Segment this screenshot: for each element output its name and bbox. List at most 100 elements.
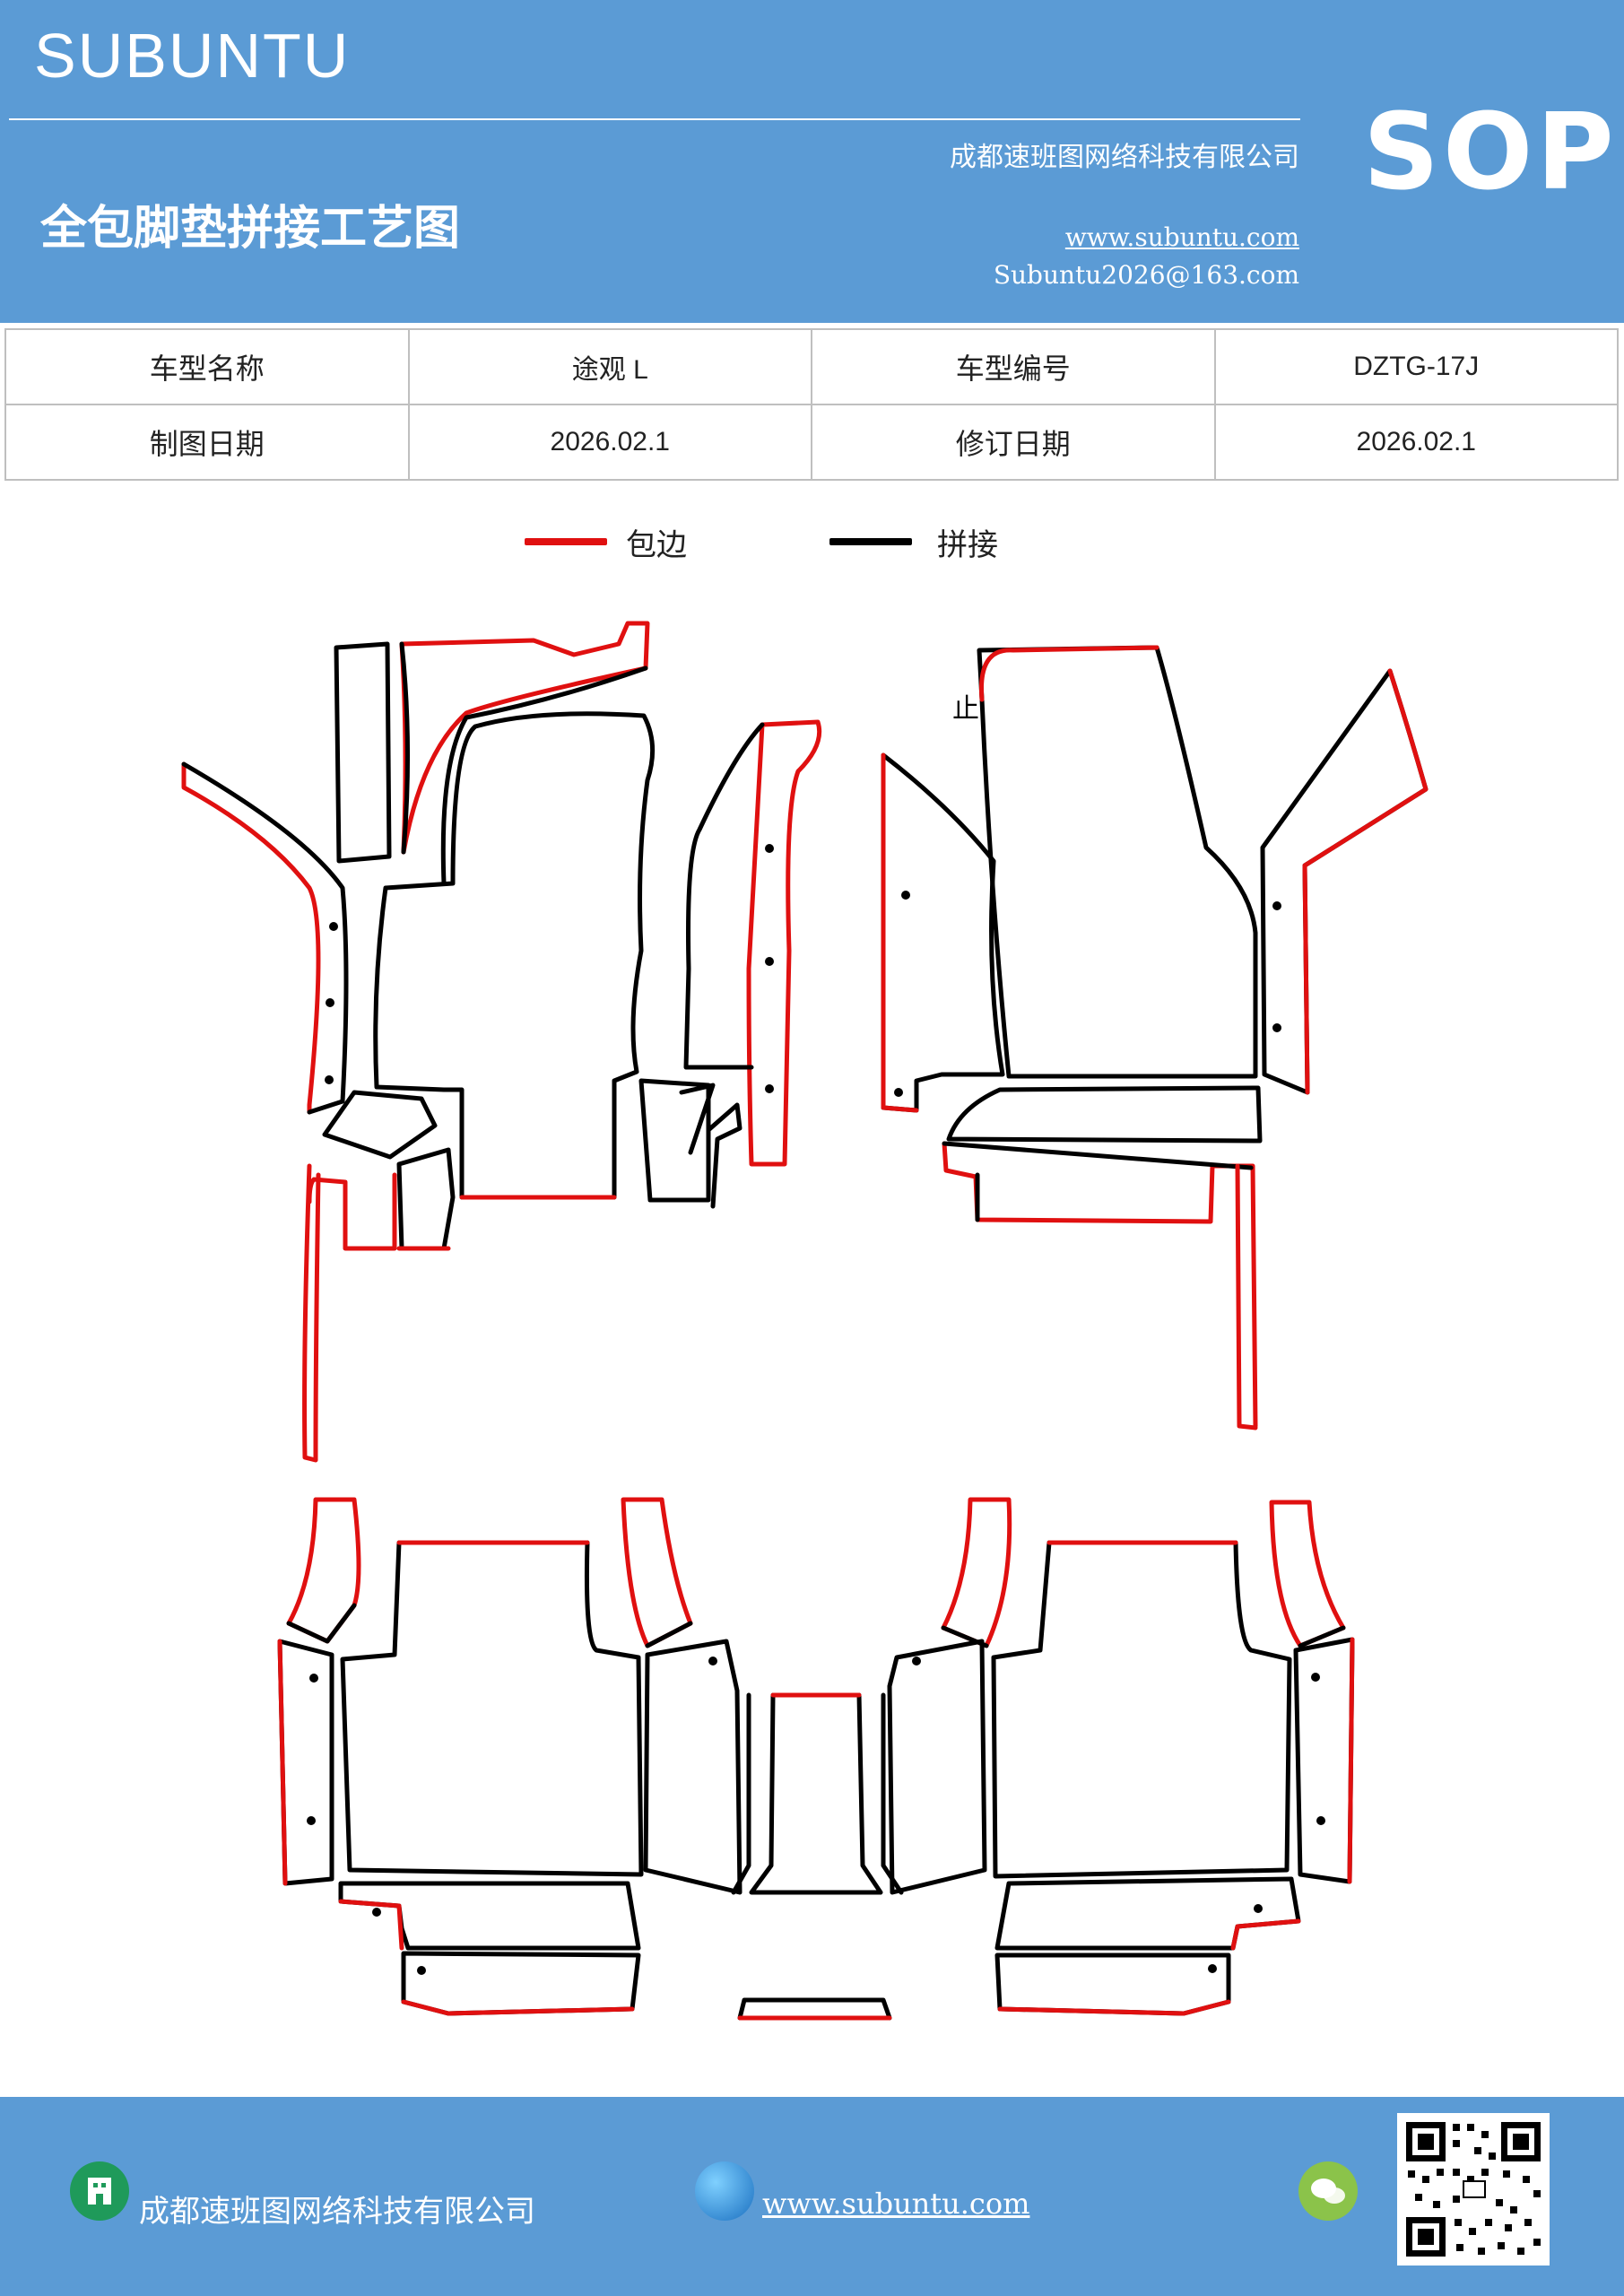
diagram-annotation: 止 xyxy=(952,693,979,725)
front-left-mat-group xyxy=(181,621,822,1463)
mat-main-seam xyxy=(991,1540,1292,1879)
revision-date-value: 2026.02.1 xyxy=(1213,404,1619,481)
fastener-dot xyxy=(372,1908,381,1917)
email-address: Subuntu2026@163.com xyxy=(993,260,1299,290)
mat-piece-seam xyxy=(881,752,1005,1113)
draw-date-value: 2026.02.1 xyxy=(407,404,812,481)
mat-piece-seam xyxy=(994,1952,1231,2016)
qr-code xyxy=(1397,2113,1550,2266)
heel-pad-seam xyxy=(994,1876,1301,1951)
mat-piece-edge xyxy=(746,719,822,1167)
mat-piece-seam xyxy=(399,641,411,855)
fastener-dot xyxy=(325,1075,334,1084)
rear-center-mat-group xyxy=(731,1692,904,2021)
side-strip-edge xyxy=(1347,1637,1355,1884)
mat-piece-seam xyxy=(887,1639,987,1895)
header-banner: SUBUNTU 全包脚垫拼接工艺图 成都速班图网络科技有限公司 www.subu… xyxy=(0,0,1624,323)
vehicle-info-table: 车型名称 途观 L 车型编号 DZTG-17J 制图日期 2026.02.1 修… xyxy=(4,328,1619,481)
side-strip-edge xyxy=(277,1639,288,1886)
fastener-dot xyxy=(901,891,910,900)
fastener-dot xyxy=(894,1088,903,1097)
mat-piece-edge xyxy=(181,761,321,1115)
brand-name: SUBUNTU xyxy=(34,21,351,91)
wechat-icon xyxy=(1298,2161,1358,2221)
rear-right-mat-group xyxy=(887,1497,1355,2016)
model-code-value: DZTG-17J xyxy=(1213,328,1619,405)
page-title: 全包脚垫拼接工艺图 xyxy=(40,202,461,256)
mat-piece-edge xyxy=(621,1497,693,1648)
header-divider xyxy=(9,118,1300,120)
mat-piece-seam xyxy=(1298,1625,1346,1648)
mat-piece-seam xyxy=(881,1692,904,1895)
fastener-dot xyxy=(912,1657,921,1665)
mat-piece-seam xyxy=(749,1692,883,1895)
footer-company-name: 成都速班图网络科技有限公司 xyxy=(139,2194,535,2230)
side-strip-edge xyxy=(1235,1163,1258,1431)
mat-piece-edge xyxy=(338,1899,404,1951)
company-name: 成都速班图网络科技有限公司 xyxy=(950,142,1299,173)
heel-pad-seam xyxy=(338,1881,641,1951)
table-row: 制图日期 2026.02.1 修订日期 2026.02.1 xyxy=(4,404,1619,481)
heel-pad-seam xyxy=(396,1147,456,1251)
mat-piece-edge xyxy=(1230,1918,1301,1951)
mat-piece-seam xyxy=(731,1692,751,1895)
fastener-dot xyxy=(329,922,338,931)
revision-date-label: 修订日期 xyxy=(811,404,1216,481)
mat-piece-seam xyxy=(683,722,765,1070)
floor-mat-diagram: 止 xyxy=(181,621,1429,2021)
mat-piece-seam xyxy=(706,1102,743,1209)
fastener-dot xyxy=(309,1674,318,1683)
mat-piece-edge xyxy=(307,1172,397,1251)
fastener-dot xyxy=(1272,901,1281,910)
mat-piece-edge xyxy=(401,1999,635,2016)
mat-piece-seam xyxy=(1293,1637,1355,1884)
rear-left-mat-group xyxy=(277,1497,743,2016)
heel-pad-seam xyxy=(946,1085,1263,1144)
mat-piece-edge xyxy=(286,1497,361,1644)
legend-label-seam: 拼接 xyxy=(937,527,998,563)
building-icon xyxy=(70,2161,129,2221)
mat-piece-edge xyxy=(881,752,919,1113)
mat-main-seam xyxy=(977,645,1258,1079)
globe-icon xyxy=(695,2161,754,2221)
fastener-dot xyxy=(307,1816,316,1825)
draw-date-label: 制图日期 xyxy=(4,404,410,481)
heel-pad-seam xyxy=(322,1090,438,1160)
mat-piece-seam xyxy=(643,1639,743,1895)
mat-piece-edge xyxy=(399,621,650,855)
side-strip-edge xyxy=(302,1163,321,1463)
fastener-dot xyxy=(326,998,334,1007)
fastener-dot xyxy=(1272,1023,1281,1032)
fastener-dot xyxy=(1208,1964,1217,1973)
fastener-dot xyxy=(1254,1904,1263,1913)
front-right-mat-group: 止 xyxy=(881,645,1429,1431)
mat-piece-seam xyxy=(401,1951,641,2016)
mat-piece-edge xyxy=(941,1497,1012,1648)
mat-piece-seam xyxy=(181,761,349,1115)
sop-badge: SOP xyxy=(1363,90,1618,213)
fastener-dot xyxy=(1311,1673,1320,1682)
mat-piece-seam xyxy=(334,641,392,864)
mat-piece-seam xyxy=(679,1083,716,1155)
model-name-label: 车型名称 xyxy=(4,328,410,405)
model-name-value: 途观 L xyxy=(407,328,812,405)
fastener-dot xyxy=(765,1084,774,1093)
mat-piece-edge xyxy=(997,1999,1231,2016)
fastener-dot xyxy=(765,844,774,853)
mat-piece-seam xyxy=(286,1603,357,1644)
legend-swatch-edge xyxy=(525,538,607,545)
footer-banner: 成都速班图网络科技有限公司 www.subuntu.com xyxy=(0,2097,1624,2296)
mat-piece-seam xyxy=(645,1621,693,1648)
website-link[interactable]: www.subuntu.com xyxy=(1064,222,1299,252)
fastener-dot xyxy=(1316,1816,1325,1825)
fastener-dot xyxy=(708,1657,717,1665)
legend-label-edge: 包边 xyxy=(626,527,687,563)
model-code-label: 车型编号 xyxy=(811,328,1216,405)
mat-piece-seam xyxy=(277,1639,334,1886)
mat-piece-edge xyxy=(942,1141,1258,1429)
mat-piece-edge xyxy=(1302,668,1429,1095)
mat-piece-seam xyxy=(638,1078,711,1203)
mat-piece-edge xyxy=(978,645,1159,702)
legend: 包边 拼接 xyxy=(0,520,1624,574)
footer-website-link[interactable]: www.subuntu.com xyxy=(762,2187,1030,2221)
